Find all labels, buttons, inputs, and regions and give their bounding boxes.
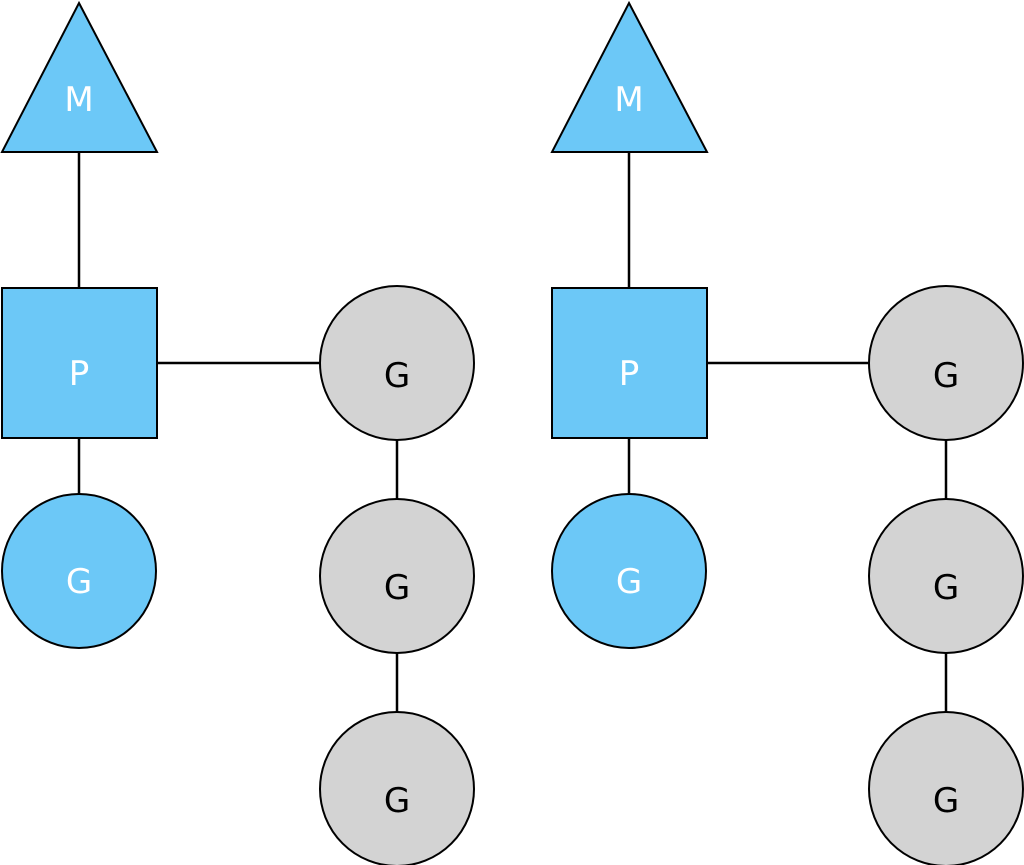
processor-square (1, 287, 158, 439)
queued-goroutine-label: G (384, 568, 410, 608)
running-goroutine-circle (1, 493, 157, 649)
queued-goroutine-label: G (933, 781, 959, 821)
scheduler-group-2: M P G G G G (550, 0, 1024, 865)
machine-triangle (0, 0, 159, 153)
running-goroutine-circle (551, 493, 707, 649)
processor-label: P (619, 354, 640, 394)
scheduler-group-1: M P G G G G (0, 0, 475, 865)
queued-goroutine-label: G (933, 356, 959, 396)
queued-goroutine-label: G (384, 356, 410, 396)
machine-label: M (614, 80, 643, 120)
queued-goroutine-circle (868, 711, 1024, 865)
queued-goroutine-label: G (384, 781, 410, 821)
processor-square (551, 287, 708, 439)
queued-goroutine-circle (319, 711, 475, 865)
running-goroutine-label: G (616, 562, 642, 602)
queued-goroutine-circle (868, 285, 1024, 441)
processor-label: P (69, 354, 90, 394)
queued-goroutine-circle (319, 285, 475, 441)
queued-goroutine-circle (319, 498, 475, 654)
machine-label: M (64, 80, 93, 120)
machine-triangle (550, 0, 709, 153)
queued-goroutine-circle (868, 498, 1024, 654)
queued-goroutine-label: G (933, 568, 959, 608)
running-goroutine-label: G (66, 562, 92, 602)
